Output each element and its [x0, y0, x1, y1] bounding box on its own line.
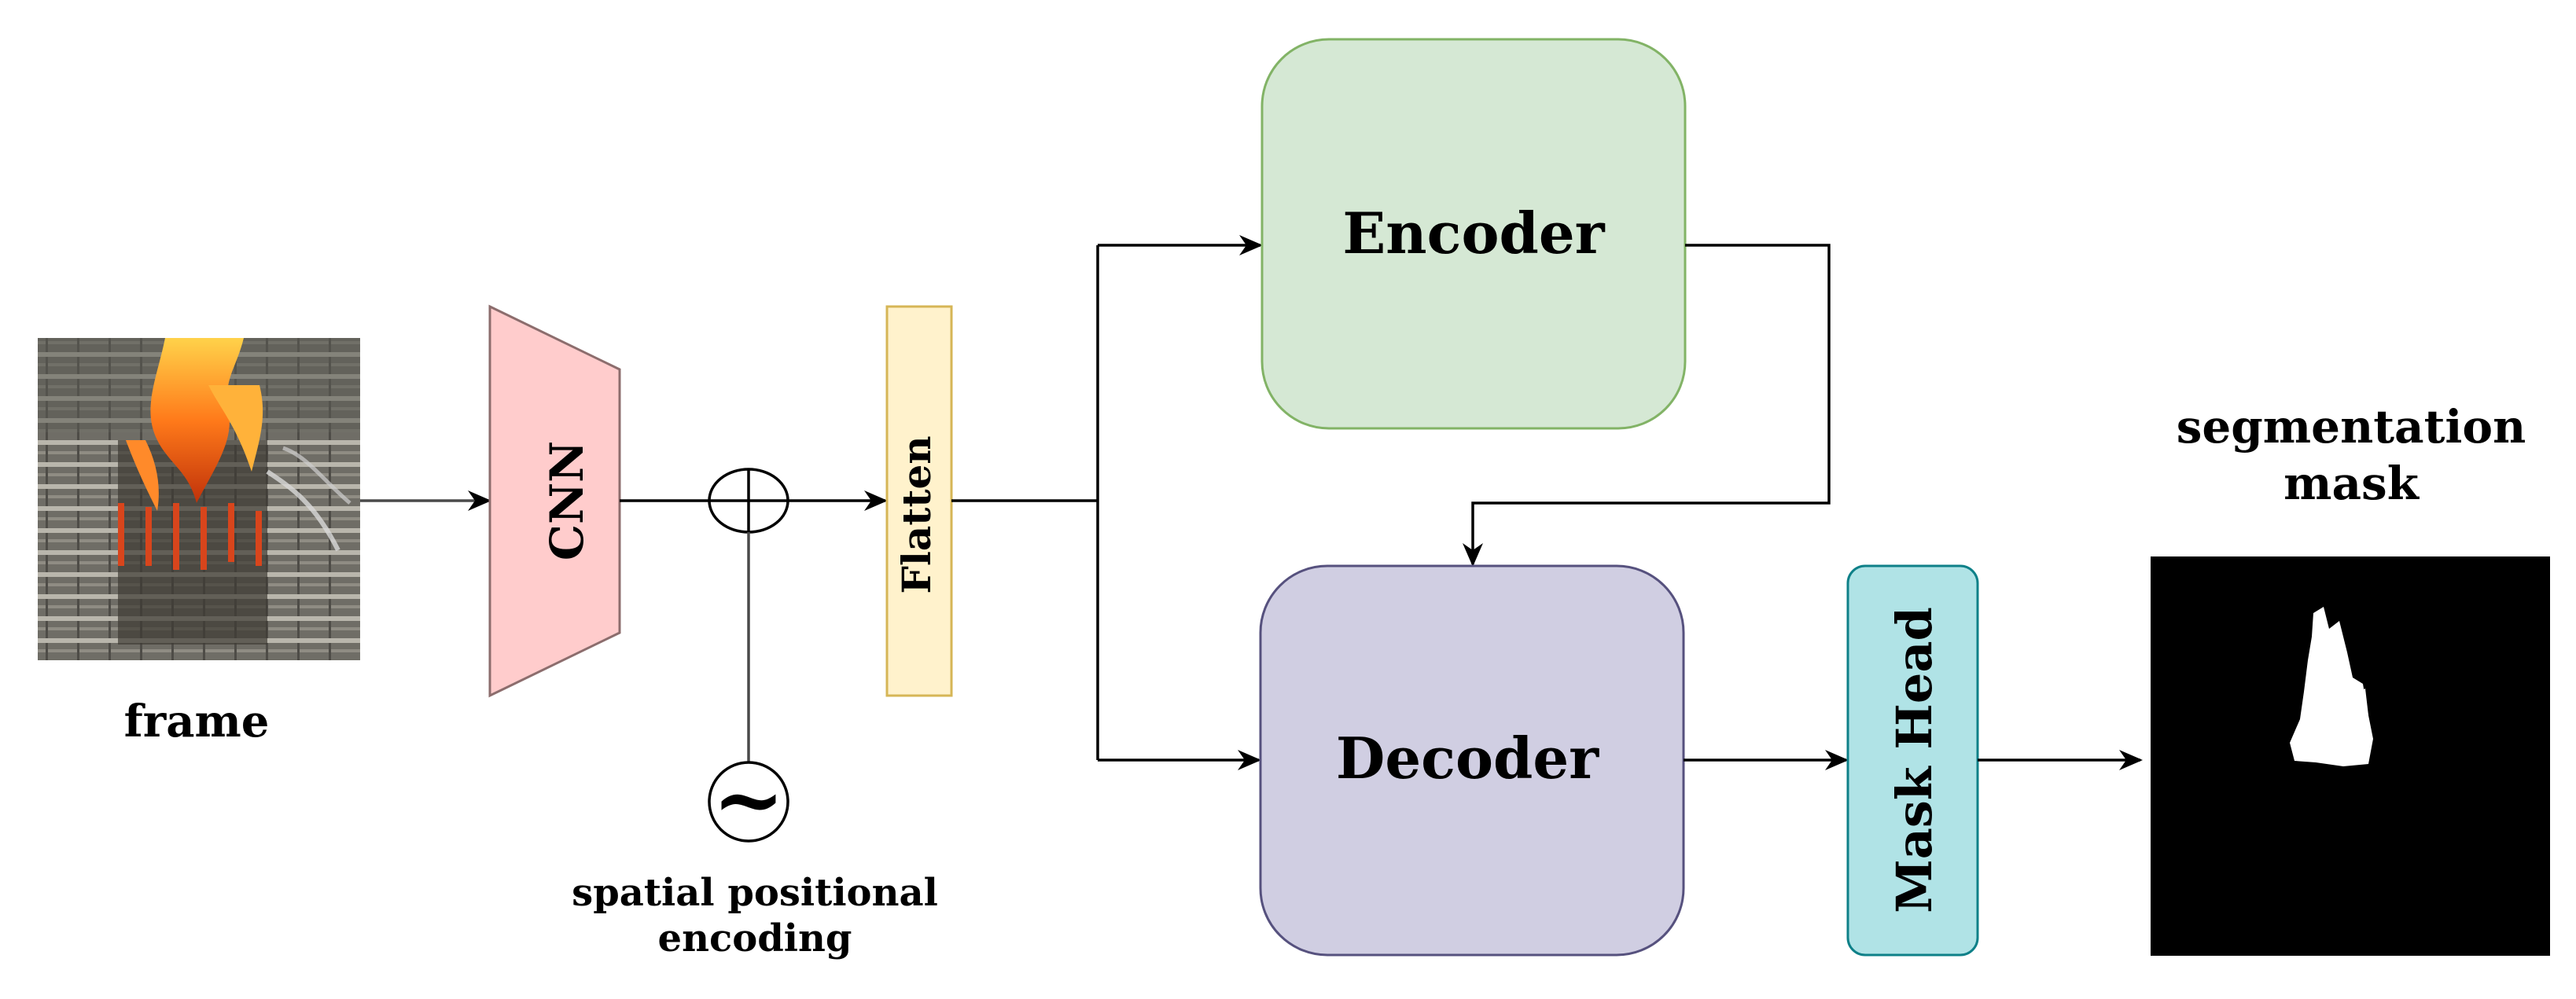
encoder-label: Encoder	[1342, 200, 1605, 266]
encoder-block	[1260, 38, 1687, 430]
spatial-positional-encoding-label-line1: spatial positional	[572, 871, 938, 915]
segmentation-mask-image	[2151, 556, 2550, 956]
flatten-block	[885, 305, 953, 697]
segmentation-mask-label-line2: mask	[2283, 457, 2420, 510]
input-frame-image	[38, 338, 360, 660]
svg-text:~: ~	[712, 748, 785, 850]
mask-head-label: Mask Head	[1886, 607, 1943, 913]
flatten-label: Flatten	[893, 435, 940, 593]
circle-plus-icon	[708, 468, 789, 534]
segmentation-mask-label-line1: segmentation	[2177, 400, 2526, 454]
cnn-block	[488, 304, 621, 698]
cnn-label: CNN	[540, 441, 594, 560]
sine-wave-icon: ~	[708, 748, 789, 850]
frame-label: frame	[124, 696, 270, 747]
arrow-encoder-to-decoder	[1463, 244, 1831, 567]
decoder-label: Decoder	[1336, 725, 1599, 791]
spatial-positional-encoding-label-line2: encoding	[658, 916, 852, 960]
